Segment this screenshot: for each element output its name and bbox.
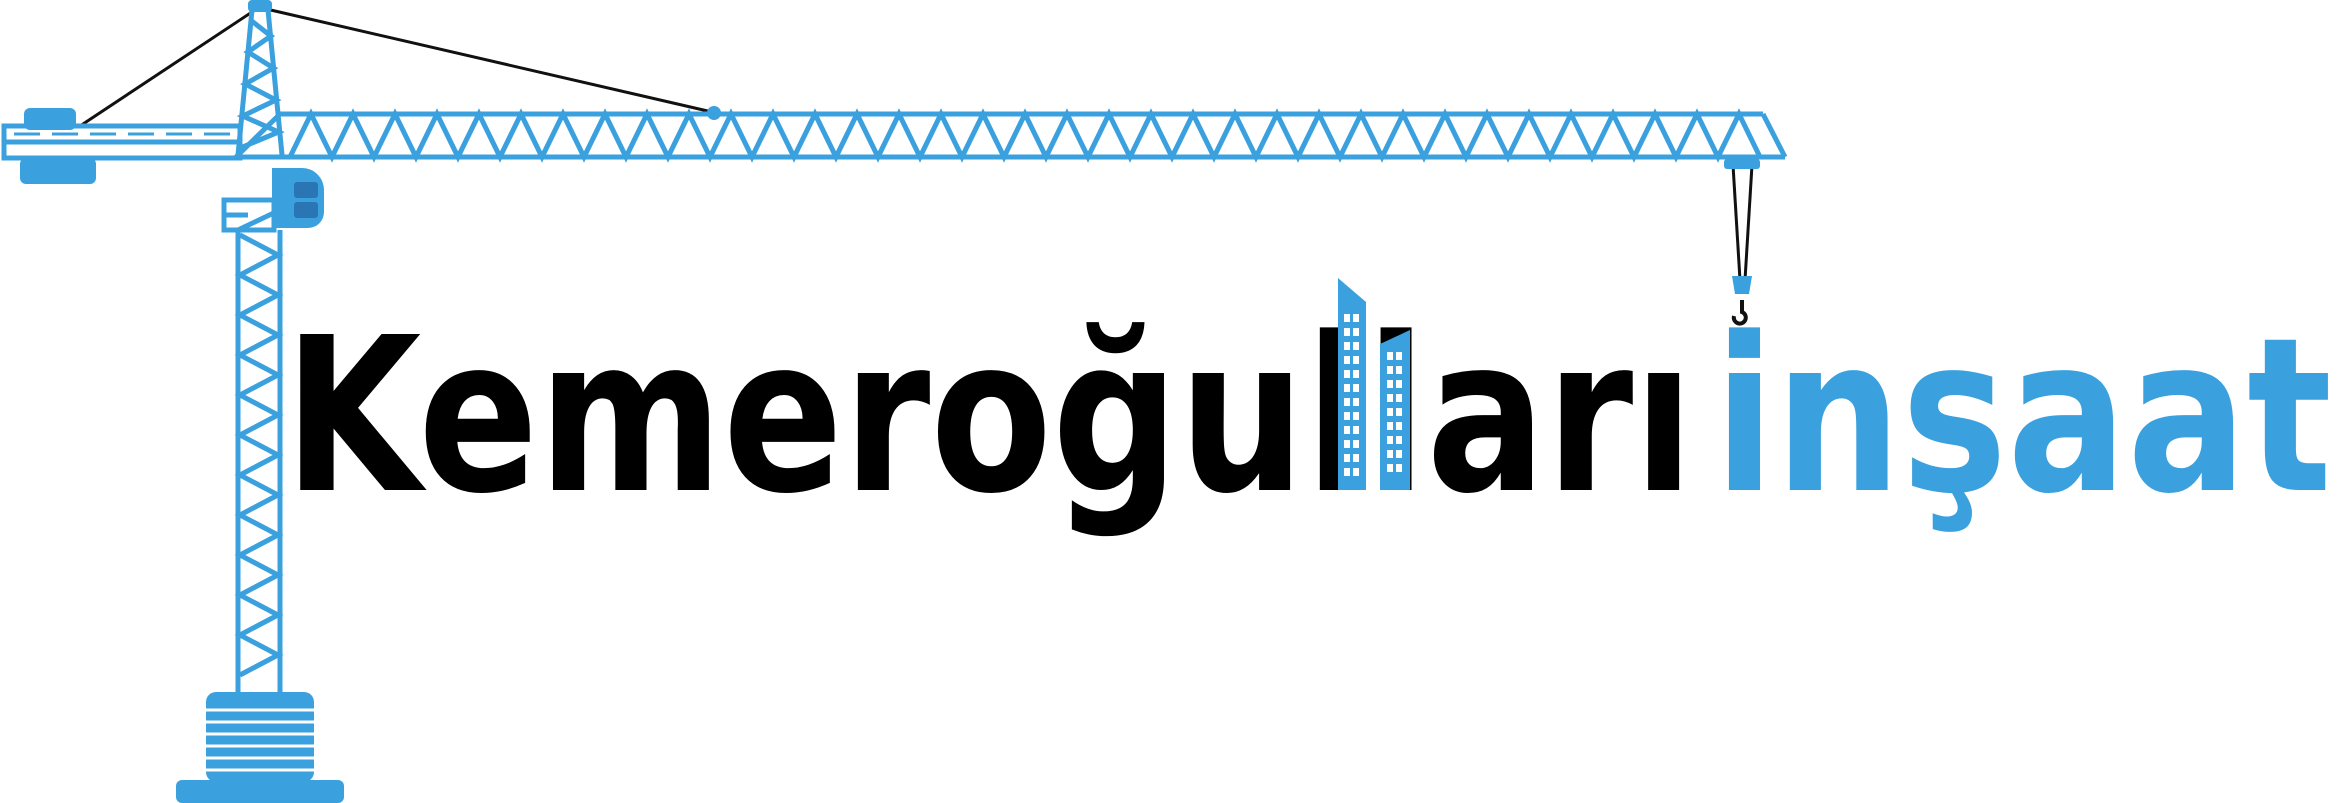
tower-crane-icon: [1, 0, 1788, 803]
crane-cab: [221, 168, 324, 233]
crane-peak: [248, 0, 272, 12]
crane-mast: [234, 207, 284, 694]
crane-base: [176, 692, 344, 803]
building-towers-icon: [1338, 278, 1410, 490]
brand-tagline-text: inşaat: [1714, 292, 2332, 541]
jib-pulley: [707, 106, 721, 120]
crane-jib: [234, 108, 1788, 163]
crane-hook: [1724, 159, 1760, 326]
brand-name-text: Kemeroğulları: [284, 292, 1694, 541]
crane-counter-jib: [1, 108, 243, 184]
brand-wordmark: Kemeroğulları inşaat: [284, 278, 2332, 541]
crane-cables: [79, 6, 1754, 281]
